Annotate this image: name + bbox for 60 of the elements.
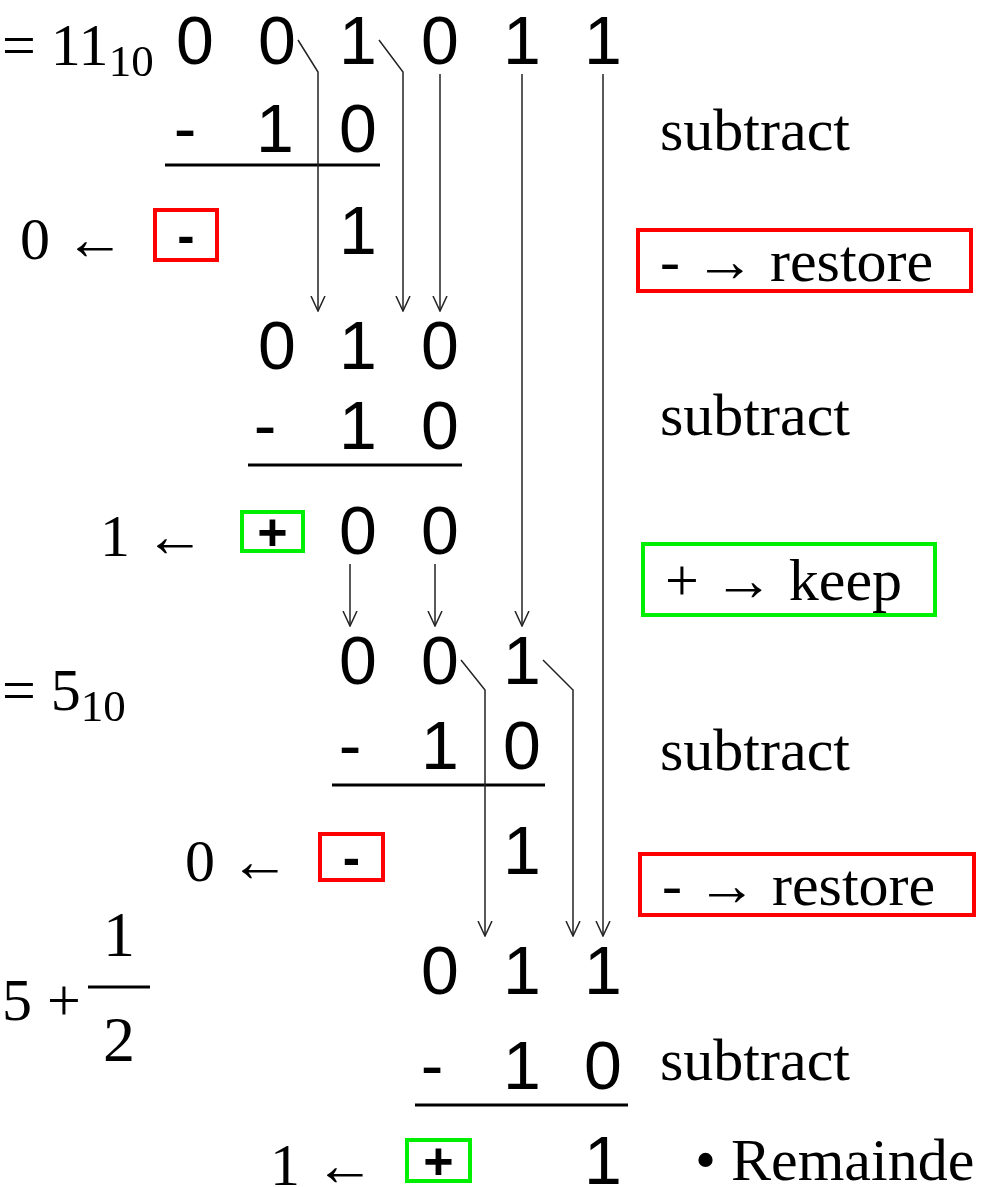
digit: 0 <box>501 711 543 779</box>
bring-down-arrow <box>595 73 611 937</box>
digit: 1 <box>501 816 543 884</box>
result-note-box: + → keep <box>641 542 937 617</box>
digit: 1 <box>582 1126 624 1187</box>
digit: 0 <box>174 6 216 74</box>
digit: 0 <box>419 6 461 74</box>
sign-box: - <box>153 208 219 262</box>
math-text: 1 ← <box>270 1134 375 1187</box>
bring-down-arrow <box>432 73 448 312</box>
digit: 1 <box>337 6 379 74</box>
digit: 0 <box>582 1031 624 1099</box>
bring-down-arrow <box>342 563 358 627</box>
math-text: = 11$_{10}$ <box>2 15 154 75</box>
math-text: subtract <box>660 100 850 160</box>
digit: 1 <box>254 94 296 162</box>
digit: 0 <box>419 496 461 564</box>
math-text: subtract <box>660 1030 850 1090</box>
math-text: 0 ← <box>185 831 290 891</box>
sign-box: + <box>240 510 305 553</box>
math-text: 2 <box>103 1008 135 1072</box>
math-text: subtract <box>660 385 850 445</box>
math-text: • Remainde <box>695 1130 975 1187</box>
digit: 1 <box>501 6 543 74</box>
digit: 0 <box>337 626 379 694</box>
bring-down-arrow <box>378 39 411 312</box>
math-text: 1 <box>103 903 135 967</box>
digit: 0 <box>419 311 461 379</box>
digit: 1 <box>582 6 624 74</box>
sign-box: - <box>318 832 385 882</box>
digit: 1 <box>419 711 461 779</box>
sign-box: + <box>405 1138 472 1183</box>
digit: 1 <box>337 391 379 459</box>
digit: 0 <box>256 6 298 74</box>
digit: 0 <box>419 626 461 694</box>
digit: 1 <box>572 936 634 1004</box>
minus-sign: - <box>164 94 206 162</box>
digit: 0 <box>337 496 379 564</box>
minus-sign: - <box>329 711 371 779</box>
bring-down-arrow <box>542 659 581 937</box>
result-note-box: - → restore <box>638 852 976 917</box>
result-note-box: - → restore <box>636 228 973 293</box>
bring-down-arrow <box>460 659 493 937</box>
digit: 1 <box>501 1031 543 1099</box>
minus-sign: - <box>244 391 286 459</box>
minus-sign: - <box>411 1031 453 1099</box>
digit: 1 <box>337 196 379 264</box>
digit: 0 <box>419 391 461 459</box>
math-text: 5 + <box>2 970 81 1030</box>
math-text: subtract <box>660 720 850 780</box>
math-text: = 5$_{10}$ <box>2 660 126 720</box>
digit: 0 <box>419 936 461 1004</box>
math-text: 1 ← <box>100 505 205 566</box>
bring-down-arrow <box>297 39 326 312</box>
digit: 0 <box>337 94 379 162</box>
bring-down-arrow <box>514 73 530 627</box>
digit: 1 <box>482 936 562 1004</box>
math-text: 0 ← <box>20 209 125 269</box>
bring-down-arrow <box>427 563 443 627</box>
digit: 1 <box>501 626 543 694</box>
